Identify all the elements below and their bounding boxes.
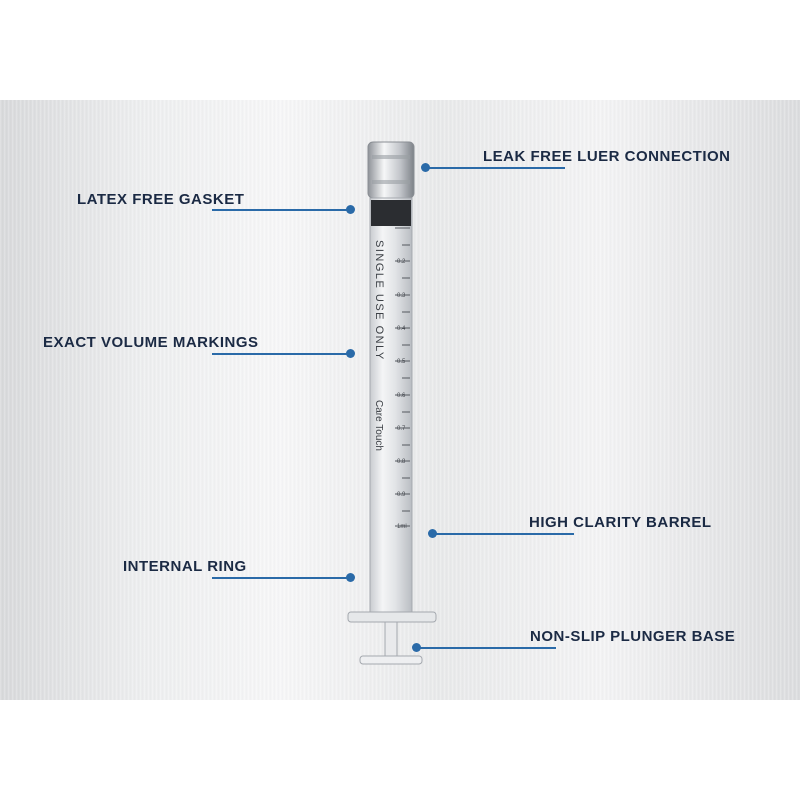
scale-label: 0.9 — [397, 492, 406, 498]
scale-labels: 0.2 0.3 0.4 0.5 0.6 0.7 0.8 0.9 1ml — [397, 259, 407, 530]
scale-label: 0.7 — [397, 426, 406, 432]
plunger-base — [359, 655, 423, 665]
callout-volume-markings: EXACT VOLUME MARKINGS — [43, 334, 259, 351]
scale-label: 1ml — [397, 524, 407, 530]
scale-label: 0.2 — [397, 259, 406, 265]
callout-leak-free: LEAK FREE LUER CONNECTION — [483, 148, 731, 165]
scale-label: 0.3 — [397, 293, 406, 299]
finger-flange — [347, 611, 437, 623]
brand-text: Care Touch — [373, 400, 384, 451]
plunger-rod — [384, 621, 398, 659]
callout-dot-volume-markings — [346, 349, 355, 358]
callout-dot-latex-free — [346, 205, 355, 214]
callout-dot-clarity — [428, 529, 437, 538]
callout-line-clarity — [434, 533, 574, 535]
luer-cap — [367, 141, 415, 199]
callout-dot-plunger-base — [412, 643, 421, 652]
callout-internal-ring: INTERNAL RING — [123, 558, 247, 575]
scale-ticks — [395, 227, 410, 527]
callout-dot-internal-ring — [346, 573, 355, 582]
callout-clarity: HIGH CLARITY BARREL — [529, 514, 712, 531]
callout-line-internal-ring — [212, 577, 352, 579]
single-use-text: SINGLE USE ONLY — [373, 240, 385, 361]
callout-line-leak-free — [428, 167, 565, 169]
scale-label: 0.6 — [397, 393, 406, 399]
callout-line-latex-free — [212, 209, 350, 211]
scale-label: 0.5 — [397, 359, 406, 365]
gasket — [371, 200, 411, 226]
scale-label: 0.4 — [397, 326, 406, 332]
callout-latex-free: LATEX FREE GASKET — [77, 191, 245, 208]
callout-line-plunger-base — [418, 647, 556, 649]
scale-label: 0.8 — [397, 459, 406, 465]
callout-plunger-base: NON-SLIP PLUNGER BASE — [530, 628, 736, 645]
callout-line-volume-markings — [212, 353, 350, 355]
callout-dot-leak-free — [421, 163, 430, 172]
